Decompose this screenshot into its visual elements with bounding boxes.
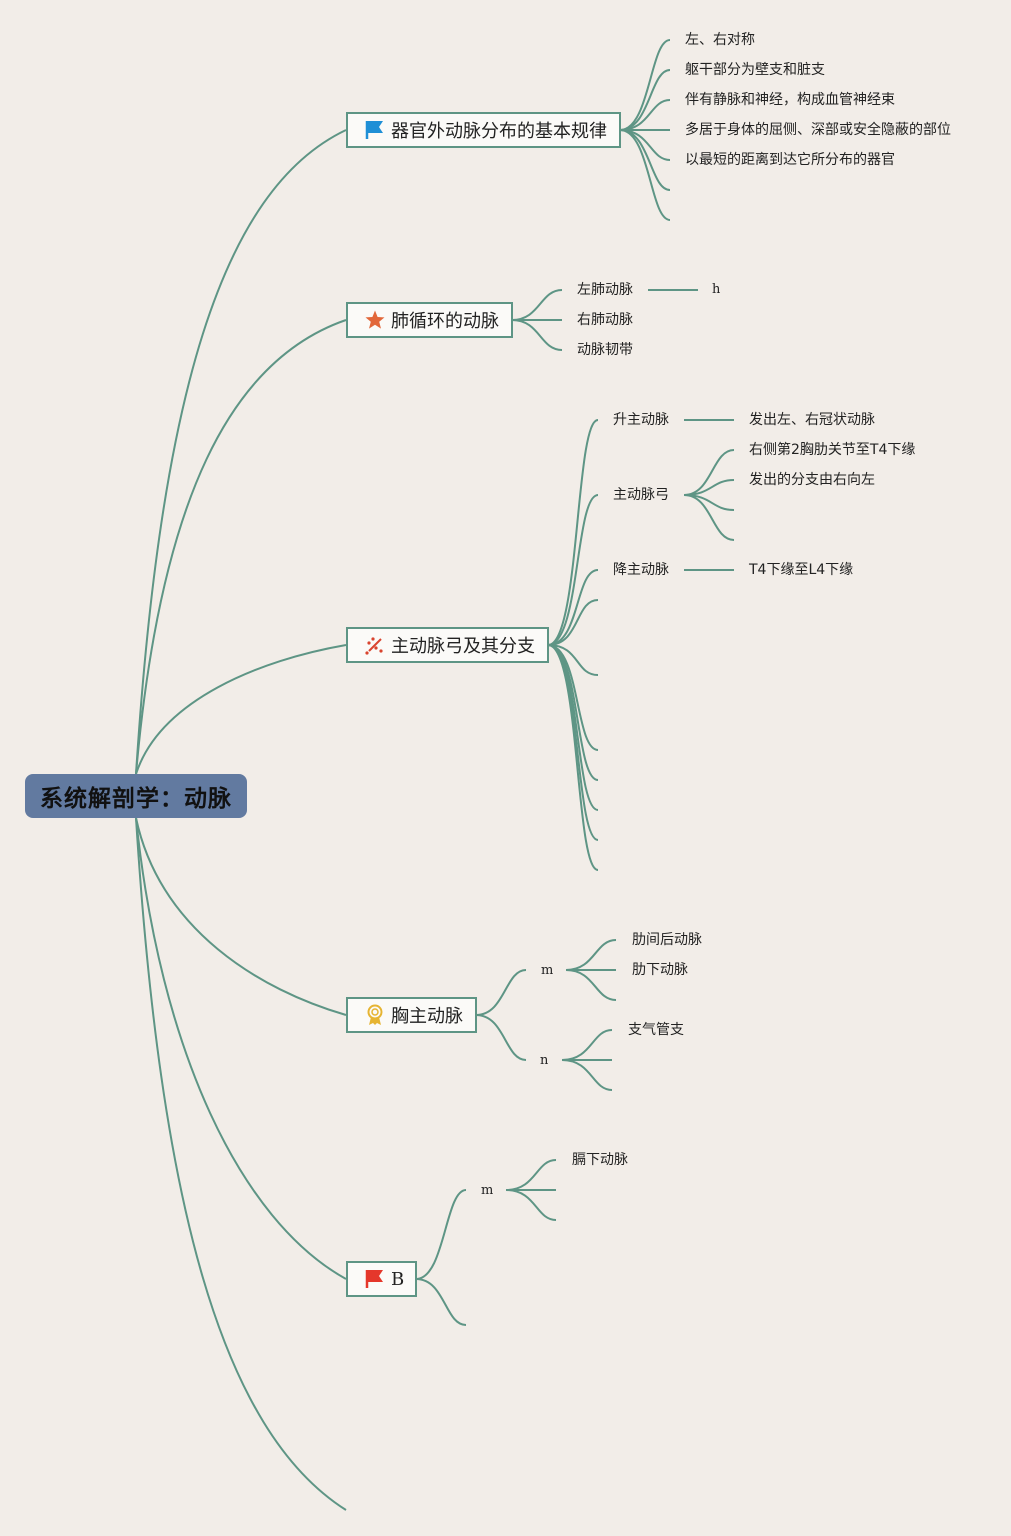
topic-aortic-arch-branches[interactable]: 主动脉弓及其分支 bbox=[346, 627, 549, 663]
topic-pulmonary-arteries[interactable]: 肺循环的动脉 bbox=[346, 302, 513, 338]
subtopic-n[interactable]: n bbox=[540, 1053, 549, 1068]
subtopic[interactable]: 伴有静脉和神经，构成血管神经束 bbox=[685, 92, 895, 108]
subtopic-ascending-aorta[interactable]: 升主动脉 bbox=[613, 412, 669, 428]
subtopic[interactable]: 左肺动脉 bbox=[577, 282, 633, 298]
root-topic-label: 系统解剖学：动脉 bbox=[40, 786, 232, 812]
subtopic[interactable]: T4下缘至L4下缘 bbox=[749, 562, 854, 578]
subtopic[interactable]: 膈下动脉 bbox=[572, 1152, 628, 1168]
subtopic[interactable]: 发出左、右冠状动脉 bbox=[749, 412, 875, 428]
medal-icon bbox=[364, 1004, 386, 1026]
topic-label: 胸主动脉 bbox=[391, 1006, 463, 1027]
subtopic[interactable]: 支气管支 bbox=[628, 1022, 684, 1038]
subtopic-m[interactable]: m bbox=[481, 1183, 494, 1198]
subtopic[interactable]: h bbox=[712, 282, 721, 297]
subtopic-m[interactable]: m bbox=[541, 963, 554, 978]
topic-label: 肺循环的动脉 bbox=[391, 311, 499, 332]
subtopic-descending-aorta[interactable]: 降主动脉 bbox=[613, 562, 669, 578]
subtopic[interactable]: 动脉韧带 bbox=[577, 342, 633, 358]
subtopic[interactable]: 肋下动脉 bbox=[632, 962, 688, 978]
topic-label: B bbox=[391, 1268, 405, 1290]
topic-label: 主动脉弓及其分支 bbox=[391, 636, 535, 657]
subtopic[interactable]: 右肺动脉 bbox=[577, 312, 633, 328]
topic-thoracic-aorta[interactable]: 胸主动脉 bbox=[346, 997, 477, 1033]
blue-flag-icon bbox=[364, 119, 386, 141]
root-topic[interactable]: 系统解剖学：动脉 bbox=[25, 774, 247, 818]
magic-wand-icon bbox=[364, 634, 386, 656]
subtopic[interactable]: 右侧第2胸肋关节至T4下缘 bbox=[749, 442, 916, 458]
subtopic[interactable]: 躯干部分为壁支和脏支 bbox=[685, 62, 825, 78]
subtopic[interactable]: 左、右对称 bbox=[685, 32, 755, 48]
subtopic[interactable]: 以最短的距离到达它所分布的器官 bbox=[685, 152, 895, 168]
subtopic[interactable]: 发出的分支由右向左 bbox=[749, 472, 875, 488]
topic-extra-organ-artery-rules[interactable]: 器官外动脉分布的基本规律 bbox=[346, 112, 621, 148]
topic-label: 器官外动脉分布的基本规律 bbox=[391, 121, 607, 142]
subtopic[interactable]: 肋间后动脉 bbox=[632, 932, 702, 948]
topic-b[interactable]: B bbox=[346, 1261, 417, 1297]
subtopic-aortic-arch[interactable]: 主动脉弓 bbox=[613, 487, 669, 503]
red-flag-icon bbox=[364, 1268, 386, 1290]
subtopic[interactable]: 多居于身体的屈侧、深部或安全隐蔽的部位 bbox=[685, 122, 951, 138]
star-icon bbox=[364, 309, 386, 331]
